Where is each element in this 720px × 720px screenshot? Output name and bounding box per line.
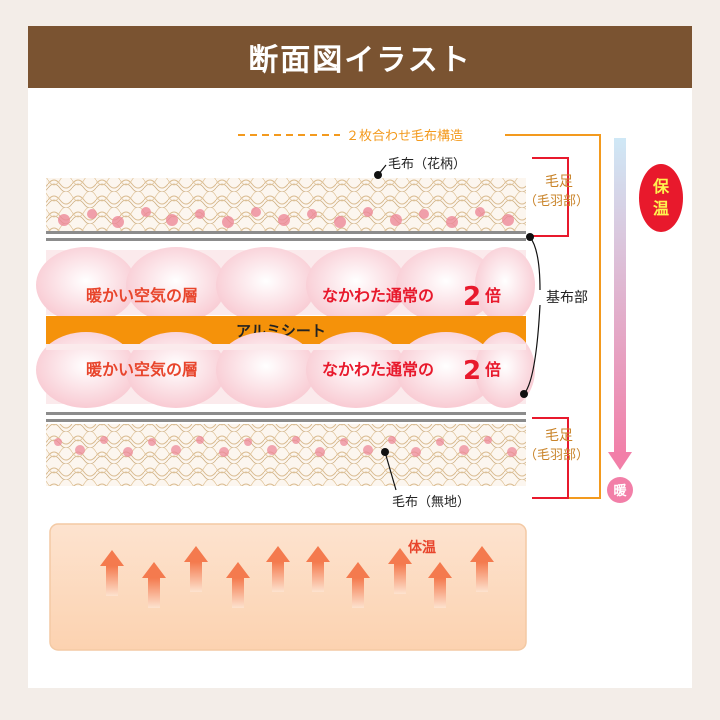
pile-label-bottom: 毛足 <box>545 428 573 444</box>
warm-badge: 暖 <box>607 477 633 503</box>
pile-bracket-top: 毛足 （毛羽部） <box>524 157 589 237</box>
top-blanket <box>46 178 526 241</box>
pile-label-top-sub: （毛羽部） <box>524 194 589 209</box>
up-arrow-icon <box>346 562 370 608</box>
bottom-blanket-label: 毛布（無地） <box>381 448 470 510</box>
pile-label-top: 毛足 <box>545 174 573 190</box>
up-arrow-icon <box>306 546 330 592</box>
top-blanket-label-text: 毛布（花柄） <box>388 156 466 172</box>
up-arrow-icon <box>142 562 166 608</box>
heat-badge: 保 温 <box>639 164 683 232</box>
page-title: 断面図イラスト <box>28 26 692 88</box>
batting-multiplier-upper: 2 <box>463 282 481 312</box>
batting-unit-lower: 倍 <box>485 360 501 379</box>
base-fabric-label: 基布部 <box>520 233 588 398</box>
body-heat-arrows <box>100 546 494 608</box>
warm-air-layer-upper: 暖かい空気の層 なかわた通常の 2 倍 <box>36 247 535 323</box>
base-label-text: 基布部 <box>546 289 588 306</box>
pile-bracket-bottom: 毛足 （毛羽部） <box>524 417 589 499</box>
heat-retention-arrow <box>608 138 632 470</box>
pile-label-bottom-sub: （毛羽部） <box>524 448 589 463</box>
body-heat-box: 体温 <box>49 523 527 651</box>
up-arrow-icon <box>470 546 494 592</box>
up-arrow-icon <box>388 548 412 594</box>
bottom-blanket <box>46 412 526 486</box>
heat-badge-char-2: 温 <box>652 199 669 218</box>
up-arrow-icon <box>184 546 208 592</box>
warm-air-layer-lower: 暖かい空気の層 なかわた通常の 2 倍 <box>36 332 535 408</box>
structure-label-text: ２枚合わせ毛布構造 <box>346 129 463 144</box>
up-arrow-icon <box>266 546 290 592</box>
up-arrow-icon <box>100 550 124 596</box>
bottom-blanket-label-text: 毛布（無地） <box>392 495 470 510</box>
bottom-blanket-dots <box>54 436 517 457</box>
batting-label-upper: なかわた通常の <box>322 286 434 305</box>
top-blanket-dots <box>58 207 514 228</box>
up-arrow-icon <box>226 562 250 608</box>
up-arrow-icon <box>428 562 452 608</box>
top-blanket-label: 毛布（花柄） <box>374 156 466 179</box>
warm-badge-text: 暖 <box>613 483 627 499</box>
batting-unit-upper: 倍 <box>485 286 501 305</box>
body-heat-label: 体温 <box>408 539 436 556</box>
warm-air-label-lower: 暖かい空気の層 <box>86 360 198 379</box>
warm-air-label-upper: 暖かい空気の層 <box>86 286 198 305</box>
page-title-text: 断面図イラスト <box>248 43 472 78</box>
batting-multiplier-lower: 2 <box>463 356 481 386</box>
structure-label: ２枚合わせ毛布構造 <box>238 129 601 499</box>
batting-label-lower: なかわた通常の <box>322 360 434 379</box>
heat-badge-char-1: 保 <box>652 177 670 196</box>
